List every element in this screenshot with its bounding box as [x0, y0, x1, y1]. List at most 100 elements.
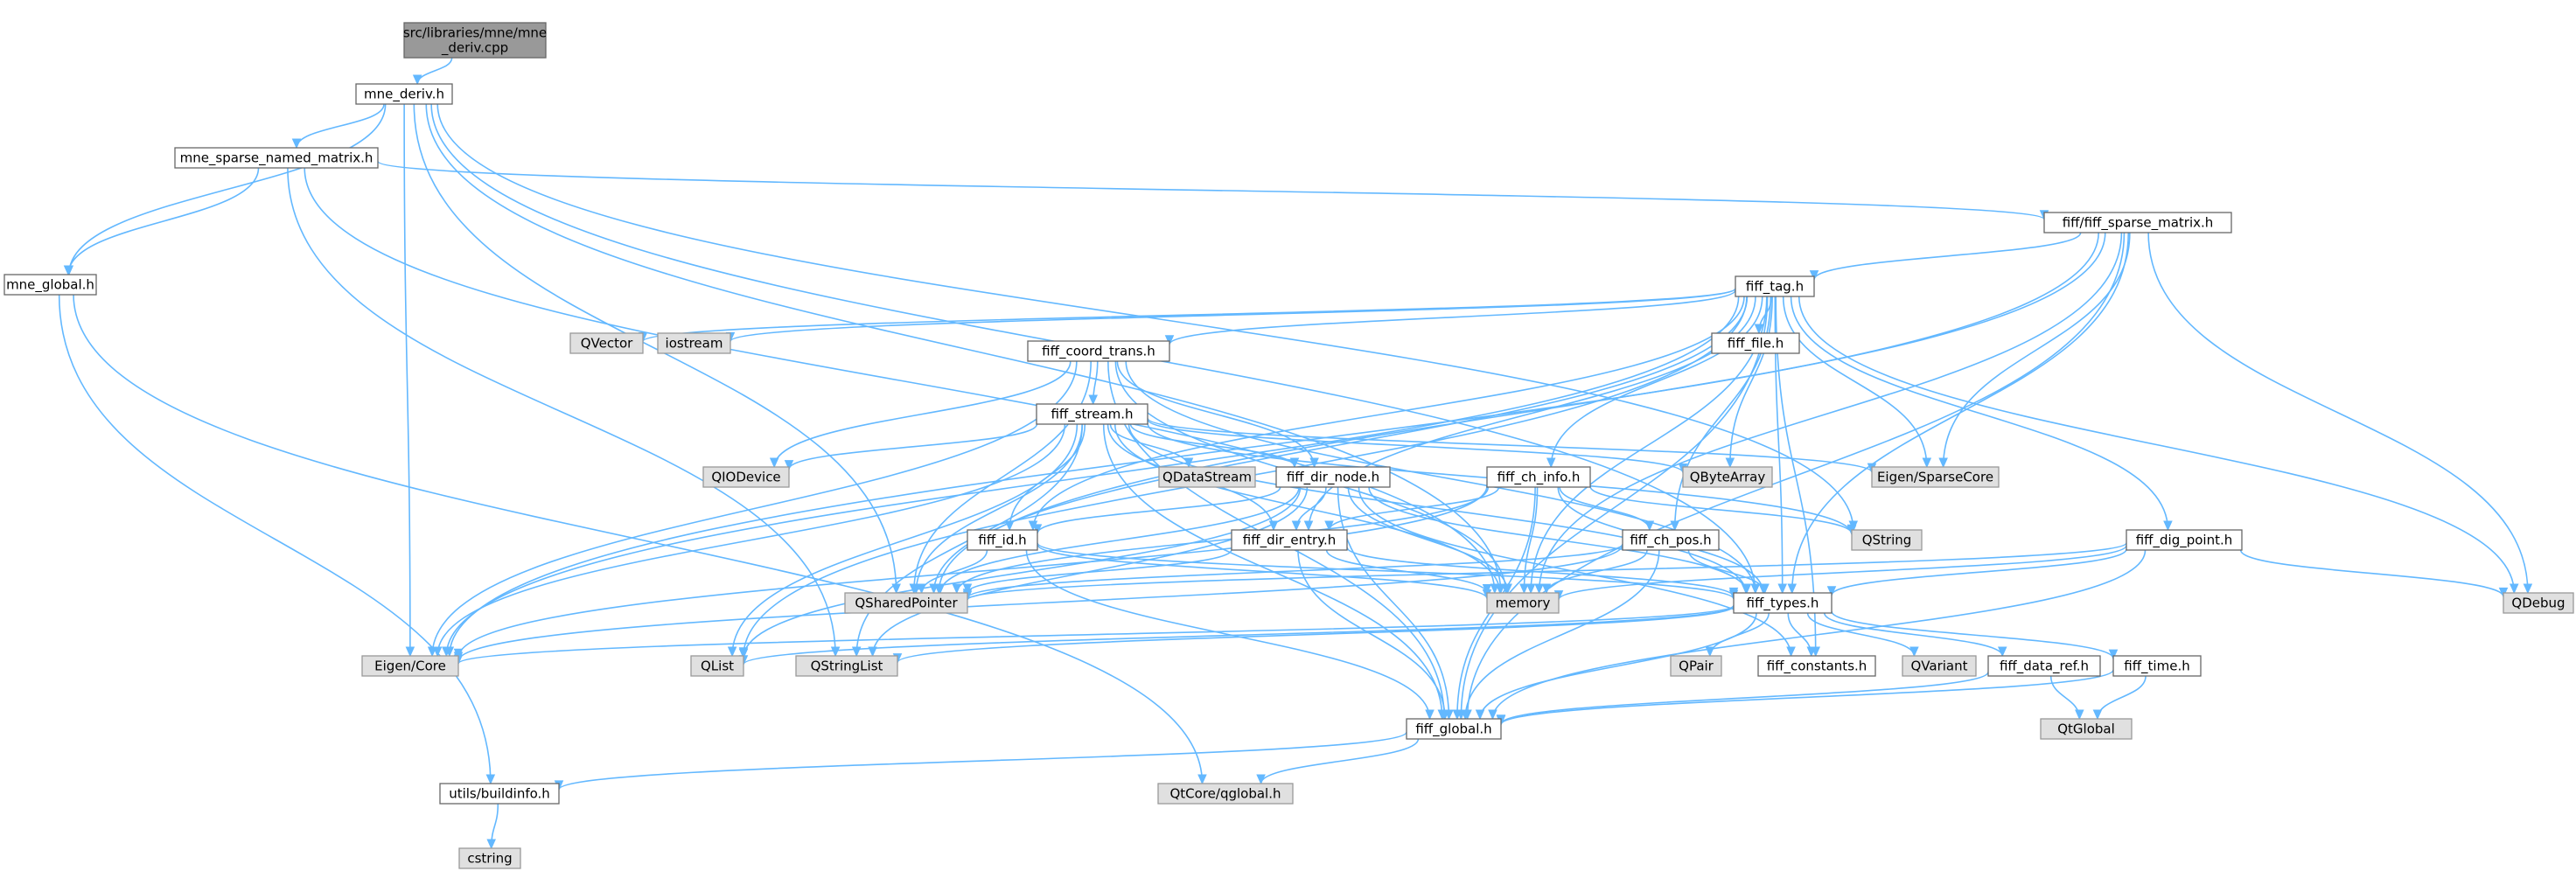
edge-fiff_tag-to-qvector: [638, 287, 1736, 343]
node-fiff-tag[interactable]: fiff_tag.h: [1735, 275, 1815, 297]
edge-line: [1500, 671, 1989, 725]
node-label: src/libraries/mne/mne: [403, 25, 547, 41]
node-fiff-global[interactable]: fiff_global.h: [1406, 718, 1502, 740]
arrowhead-icon: [1482, 583, 1492, 595]
arrowhead-icon: [1809, 270, 1819, 281]
edge-line: [967, 542, 2127, 601]
edge-line: [1147, 419, 1684, 474]
node-box: [1871, 466, 2000, 488]
edge-fiff_dir_entry-to-qsharedpointer: [962, 548, 1232, 595]
node-fiff-id[interactable]: fiff_id.h: [967, 529, 1038, 551]
edge-fiff_stream-to-qlist: [727, 423, 1079, 658]
node-box: [361, 655, 459, 677]
edge-line: [1037, 486, 1281, 534]
node-qtcore-qglobal: QtCore/qglobal.h: [1157, 783, 1294, 805]
node-box: [1027, 340, 1170, 362]
arrowhead-icon: [1183, 457, 1194, 469]
arrowhead-icon: [1846, 524, 1857, 535]
node-fiff-ch-pos[interactable]: fiff_ch_pos.h: [1622, 529, 1720, 551]
edge-fiff_tag-to-qdebug: [1798, 296, 2519, 595]
node-label: QList: [701, 658, 734, 674]
arrowhead-icon: [952, 583, 962, 595]
node-fiff-ch-info[interactable]: fiff_ch_info.h: [1486, 466, 1591, 488]
edge-line: [743, 486, 1302, 658]
arrowhead-icon: [1997, 646, 2007, 658]
edge-fiff_id-to-fiff_global: [1025, 549, 1435, 721]
edge-fiff_data_ref-to-qtglobal: [2049, 675, 2084, 721]
node-label: iostream: [666, 336, 723, 352]
edge-mne_global-to-utils_buildinfo: [58, 294, 496, 785]
edge-line: [457, 544, 1623, 662]
node-fiff-dig-point[interactable]: fiff_dig_point.h: [2126, 529, 2243, 551]
node-box: [174, 147, 379, 169]
arrowhead-icon: [1519, 583, 1529, 595]
node-label: QPair: [1679, 658, 1714, 674]
edge-line: [2239, 549, 2504, 597]
node-mne-sparse[interactable]: mne_sparse_named_matrix.h: [174, 147, 379, 169]
node-box: [355, 83, 453, 105]
arrowhead-icon: [1705, 646, 1715, 658]
node-box: [844, 592, 968, 614]
node-fiff-dir-entry[interactable]: fiff_dir_entry.h: [1231, 529, 1348, 551]
edge-fiff_global-to-qtcore_qglobal: [1256, 738, 1420, 785]
edge-line: [2147, 232, 2529, 594]
edge-fiff_coord-to-qiodevice: [769, 360, 1072, 469]
edge-line: [416, 57, 453, 85]
node-fiff-stream[interactable]: fiff_stream.h: [1036, 403, 1148, 425]
node-qtglobal: QtGlobal: [2040, 718, 2133, 740]
node-label: fiff_ch_pos.h: [1630, 533, 1711, 549]
node-qpair: QPair: [1670, 655, 1722, 677]
edge-fiff_dig_point-to-memory: [1553, 545, 2127, 601]
node-fiff-types[interactable]: fiff_types.h: [1733, 592, 1833, 614]
node-label: mne_deriv.h: [364, 87, 444, 103]
edge-fiff_sparse-to-eigen_sparse: [1938, 232, 2131, 469]
edge-layer: [58, 57, 2533, 850]
node-fiff-time[interactable]: fiff_time.h: [2112, 655, 2202, 677]
edge-line: [1347, 486, 1509, 594]
arrowhead-icon: [442, 646, 451, 658]
node-fiff-sparse[interactable]: fiff/fiff_sparse_matrix.h: [2043, 212, 2232, 233]
edge-fiff_dir_entry-to-memory: [1325, 549, 1492, 595]
node-iostream: iostream: [657, 332, 731, 354]
arrowhead-icon: [738, 648, 749, 659]
node-qstring: QString: [1851, 529, 1923, 551]
node-box: [1157, 783, 1294, 805]
edge-line: [1368, 486, 1748, 594]
edge-line: [1337, 486, 1450, 720]
node-label: cstring: [467, 851, 512, 867]
edge-line: [1559, 486, 1651, 531]
node-mne-global[interactable]: mne_global.h: [3, 274, 97, 296]
node-label: QIODevice: [711, 470, 780, 485]
edge-line: [377, 160, 2045, 220]
node-box: [967, 529, 1038, 551]
node-label: QSharedPointer: [855, 596, 958, 611]
arrowhead-icon: [1777, 583, 1787, 595]
edge-fiff_types-to-qpair: [1705, 612, 1770, 658]
edge-line: [2097, 675, 2147, 720]
arrowhead-icon: [63, 265, 73, 276]
node-box: [795, 655, 898, 677]
edge-fiff_dig_point-to-fiff_global: [1488, 549, 2147, 721]
arrowhead-icon: [1452, 709, 1463, 721]
node-label: QString: [1862, 533, 1912, 548]
edge-line: [1116, 360, 1316, 468]
edge-line: [1037, 542, 1735, 600]
node-mne-deriv[interactable]: mne_deriv.h: [355, 83, 453, 105]
node-fiff-dir-node[interactable]: fiff_dir_node.h: [1275, 466, 1391, 488]
edge-line: [1823, 612, 2004, 657]
edge-fiff_stream-to-qiodevice: [784, 423, 1038, 470]
node-fiff-coord[interactable]: fiff_coord_trans.h: [1027, 340, 1170, 362]
edge-line: [1813, 232, 2082, 280]
node-fiff-file[interactable]: fiff_file.h: [1711, 332, 1800, 354]
node-label: fiff_types.h: [1747, 596, 1819, 612]
arrowhead-icon: [291, 138, 302, 150]
arrowhead-icon: [2523, 583, 2533, 595]
node-utils-buildinfo[interactable]: utils/buildinfo.h: [439, 783, 560, 805]
edge-line: [1790, 296, 2169, 531]
edge-fiff_types-to-fiff_data_ref: [1823, 612, 2007, 658]
edge-fiff_tag-to-eigen_sparse: [1782, 296, 1932, 469]
edge-fiff_dir_entry-to-fiff_global: [1297, 549, 1450, 721]
node-fiff-constants[interactable]: fiff_constants.h: [1757, 655, 1876, 677]
node-qlist: QList: [690, 655, 744, 677]
node-fiff-data-ref[interactable]: fiff_data_ref.h: [1987, 655, 2101, 677]
